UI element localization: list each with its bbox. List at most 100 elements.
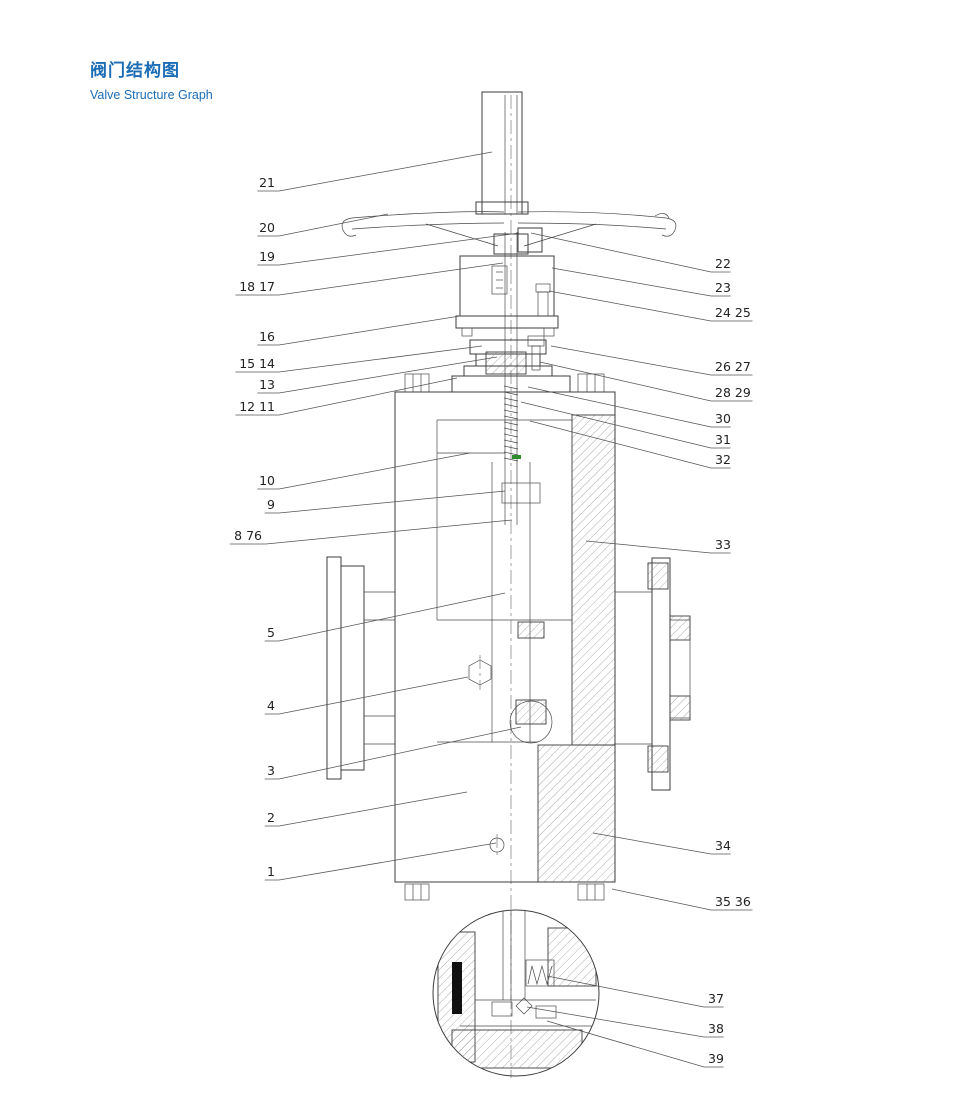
bonnet-flange [404, 373, 605, 393]
part-callout-23: 23 [551, 267, 731, 297]
part-number: 31 [715, 432, 731, 447]
part-callout-26-27: 26 27 [550, 345, 753, 376]
seal-mark [512, 455, 521, 459]
stem-cap [475, 91, 529, 215]
leader-line [278, 726, 522, 780]
bottom-bolts [404, 883, 605, 901]
leader-line [526, 1006, 705, 1038]
part-number: 12 11 [239, 399, 275, 414]
flange-bolt [647, 745, 669, 773]
part-callout-8-76: 8 76 [229, 519, 513, 545]
part-number: 34 [715, 838, 731, 853]
seal-insert [452, 962, 462, 1014]
leader-line [278, 356, 498, 394]
leader-line [548, 290, 712, 322]
leader-line [551, 267, 712, 297]
leader-line [278, 452, 471, 490]
leader-line [611, 888, 712, 911]
leader-line [550, 345, 712, 376]
part-number: 21 [259, 175, 275, 190]
part-callout-1: 1 [264, 842, 497, 881]
part-callout-37: 37 [546, 975, 724, 1008]
page-title-english: Valve Structure Graph [90, 88, 213, 102]
leader-line [278, 592, 506, 642]
part-number: 2 [267, 810, 275, 825]
leader-line [278, 676, 469, 715]
part-number: 35 36 [715, 894, 751, 909]
part-callout-19: 19 [257, 232, 520, 266]
bolt [577, 883, 605, 901]
part-callout-5: 5 [264, 592, 506, 642]
part-number: 19 [259, 249, 275, 264]
part-number: 39 [708, 1051, 724, 1066]
grease-fitting [535, 283, 551, 293]
leader-line [278, 232, 520, 266]
leader-line [585, 540, 712, 554]
gland-bolt [527, 335, 545, 347]
part-callout-32: 32 [529, 420, 731, 469]
detail-view [432, 909, 600, 1077]
part-callout-3: 3 [264, 726, 522, 780]
leader-line [278, 842, 497, 881]
body-wall-section [571, 414, 616, 746]
part-callout-2: 2 [264, 791, 468, 827]
part-callout-35-36: 35 36 [611, 888, 753, 911]
leader-line [278, 791, 468, 827]
leader-line [278, 490, 506, 514]
handwheel [341, 211, 677, 255]
part-callout-39: 39 [546, 1020, 724, 1068]
leader-line [278, 151, 493, 192]
part-callout-20: 20 [257, 213, 389, 237]
part-callout-9: 9 [264, 490, 506, 514]
part-number: 32 [715, 452, 731, 467]
seat-ring-lower [515, 699, 547, 725]
part-number: 37 [708, 991, 724, 1006]
part-callout-33: 33 [585, 537, 731, 554]
yoke-flange [455, 315, 559, 329]
part-callout-15-14: 15 14 [235, 345, 483, 373]
part-number: 33 [715, 537, 731, 552]
right-flange [615, 557, 691, 791]
part-number: 5 [267, 625, 275, 640]
left-flange [326, 556, 395, 780]
stem-threads [503, 385, 519, 462]
part-callout-24-25: 24 25 [548, 290, 753, 322]
part-number: 9 [267, 497, 275, 512]
detail-mark-circle [509, 700, 553, 744]
part-callout-30: 30 [527, 386, 731, 428]
part-callout-18-17: 18 17 [235, 262, 504, 296]
part-number: 28 29 [715, 385, 751, 400]
part-number: 1 [267, 864, 275, 879]
part-number: 38 [708, 1021, 724, 1036]
part-number: 3 [267, 763, 275, 778]
part-callout-21: 21 [257, 151, 493, 192]
part-number: 26 27 [715, 359, 751, 374]
part-number: 16 [259, 329, 275, 344]
part-number: 13 [259, 377, 275, 392]
part-number: 10 [259, 473, 275, 488]
part-callout-28-29: 28 29 [539, 361, 753, 402]
part-number: 15 14 [239, 356, 275, 371]
leader-line [278, 345, 483, 373]
part-number: 30 [715, 411, 731, 426]
part-number: 24 25 [715, 305, 751, 320]
leader-line [546, 1020, 705, 1068]
bolt [404, 373, 430, 393]
packing-box [485, 351, 527, 375]
valve-body [394, 232, 616, 883]
part-number: 18 17 [239, 279, 275, 294]
page-title-chinese: 阀门结构图 [90, 61, 180, 80]
bearing-housing [455, 255, 559, 337]
leader-line [529, 420, 712, 469]
part-callout-10: 10 [257, 452, 471, 490]
leader-line [278, 315, 461, 346]
packing-gland [463, 335, 553, 377]
check-poppet [515, 997, 533, 1015]
part-callout-31: 31 [520, 401, 731, 449]
leader-line [278, 262, 504, 296]
leader-line [265, 519, 513, 545]
leader-line [592, 832, 712, 855]
